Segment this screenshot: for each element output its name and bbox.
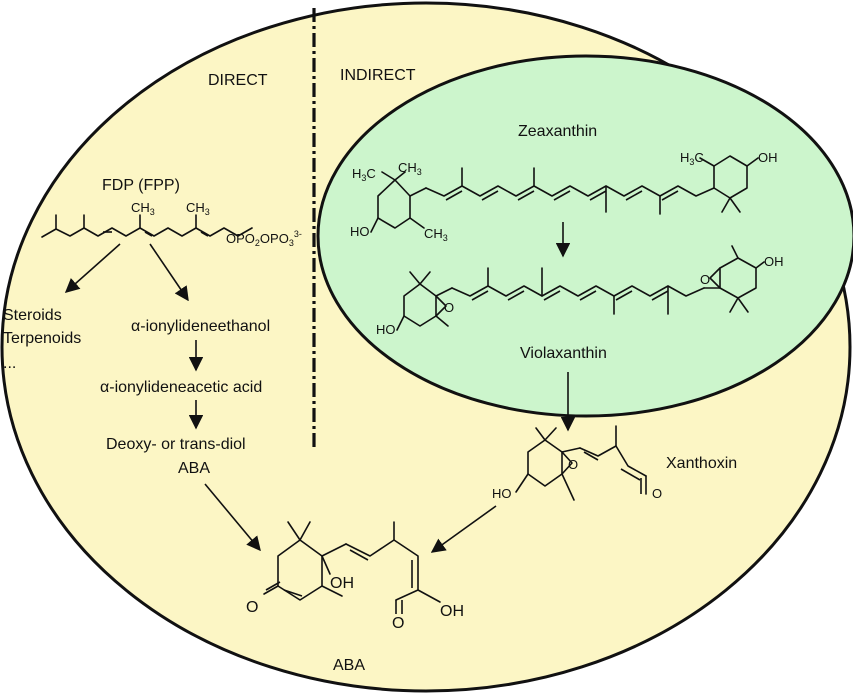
svg-text:O: O xyxy=(652,486,662,501)
xanthoxin-label: Xanthoxin xyxy=(666,455,737,472)
svg-text:O: O xyxy=(444,300,454,315)
xanthoxin-structure: O HO O xyxy=(492,425,662,501)
arrow-icon xyxy=(430,505,497,553)
fdp-label: FDP (FPP) xyxy=(102,177,180,194)
fdp-ch3-1: CH3 xyxy=(131,200,155,217)
aba-structure: O OH O OH xyxy=(246,521,464,632)
arrow-icon xyxy=(204,483,261,552)
indirect-label: INDIRECT xyxy=(340,67,416,84)
svg-text:H3C: H3C xyxy=(352,166,376,183)
zeaxanthin-label: Zeaxanthin xyxy=(518,123,597,140)
diol-label: Deoxy- or trans-diol xyxy=(106,436,246,453)
arrow-icon xyxy=(64,243,121,293)
phosphate-label: OPO2OPO33- xyxy=(226,229,302,248)
svg-text:CH3: CH3 xyxy=(398,160,422,177)
steroids-label: Steroids xyxy=(3,307,62,324)
svg-text:HO: HO xyxy=(376,322,396,337)
svg-text:OH: OH xyxy=(758,150,778,165)
svg-text:OH: OH xyxy=(440,603,464,620)
svg-text:O: O xyxy=(392,615,404,632)
ellipsis-label: ... xyxy=(3,355,16,372)
svg-text:O: O xyxy=(700,272,710,287)
violaxanthin-structure: O HO O OH xyxy=(376,245,784,337)
svg-text:H3C: H3C xyxy=(680,150,704,167)
svg-text:HO: HO xyxy=(350,224,370,239)
svg-text:OH: OH xyxy=(764,254,784,269)
svg-text:O: O xyxy=(246,599,258,616)
inner-ellipse xyxy=(316,54,853,418)
direct-label: DIRECT xyxy=(208,72,268,89)
violaxanthin-label: Violaxanthin xyxy=(520,345,607,362)
svg-text:CH3: CH3 xyxy=(424,226,448,243)
ionylideneacetic-label: α-ionylideneacetic acid xyxy=(100,379,262,396)
arrow-icon xyxy=(149,243,189,302)
aba-product-label: ABA xyxy=(333,657,365,674)
terpenoids-label: Terpenoids xyxy=(3,330,81,347)
zeaxanthin-structure: H3C CH3 CH3 HO H3C OH xyxy=(350,150,778,243)
svg-text:HO: HO xyxy=(492,486,512,501)
svg-text:O: O xyxy=(568,457,578,472)
svg-text:OH: OH xyxy=(330,575,354,592)
fdp-ch3-2: CH3 xyxy=(186,200,210,217)
ionylideneethanol-label: α-ionylideneethanol xyxy=(131,318,270,335)
diol-aba-label: ABA xyxy=(178,460,210,477)
fdp-structure: CH3 CH3 OPO2OPO33- xyxy=(41,200,302,248)
